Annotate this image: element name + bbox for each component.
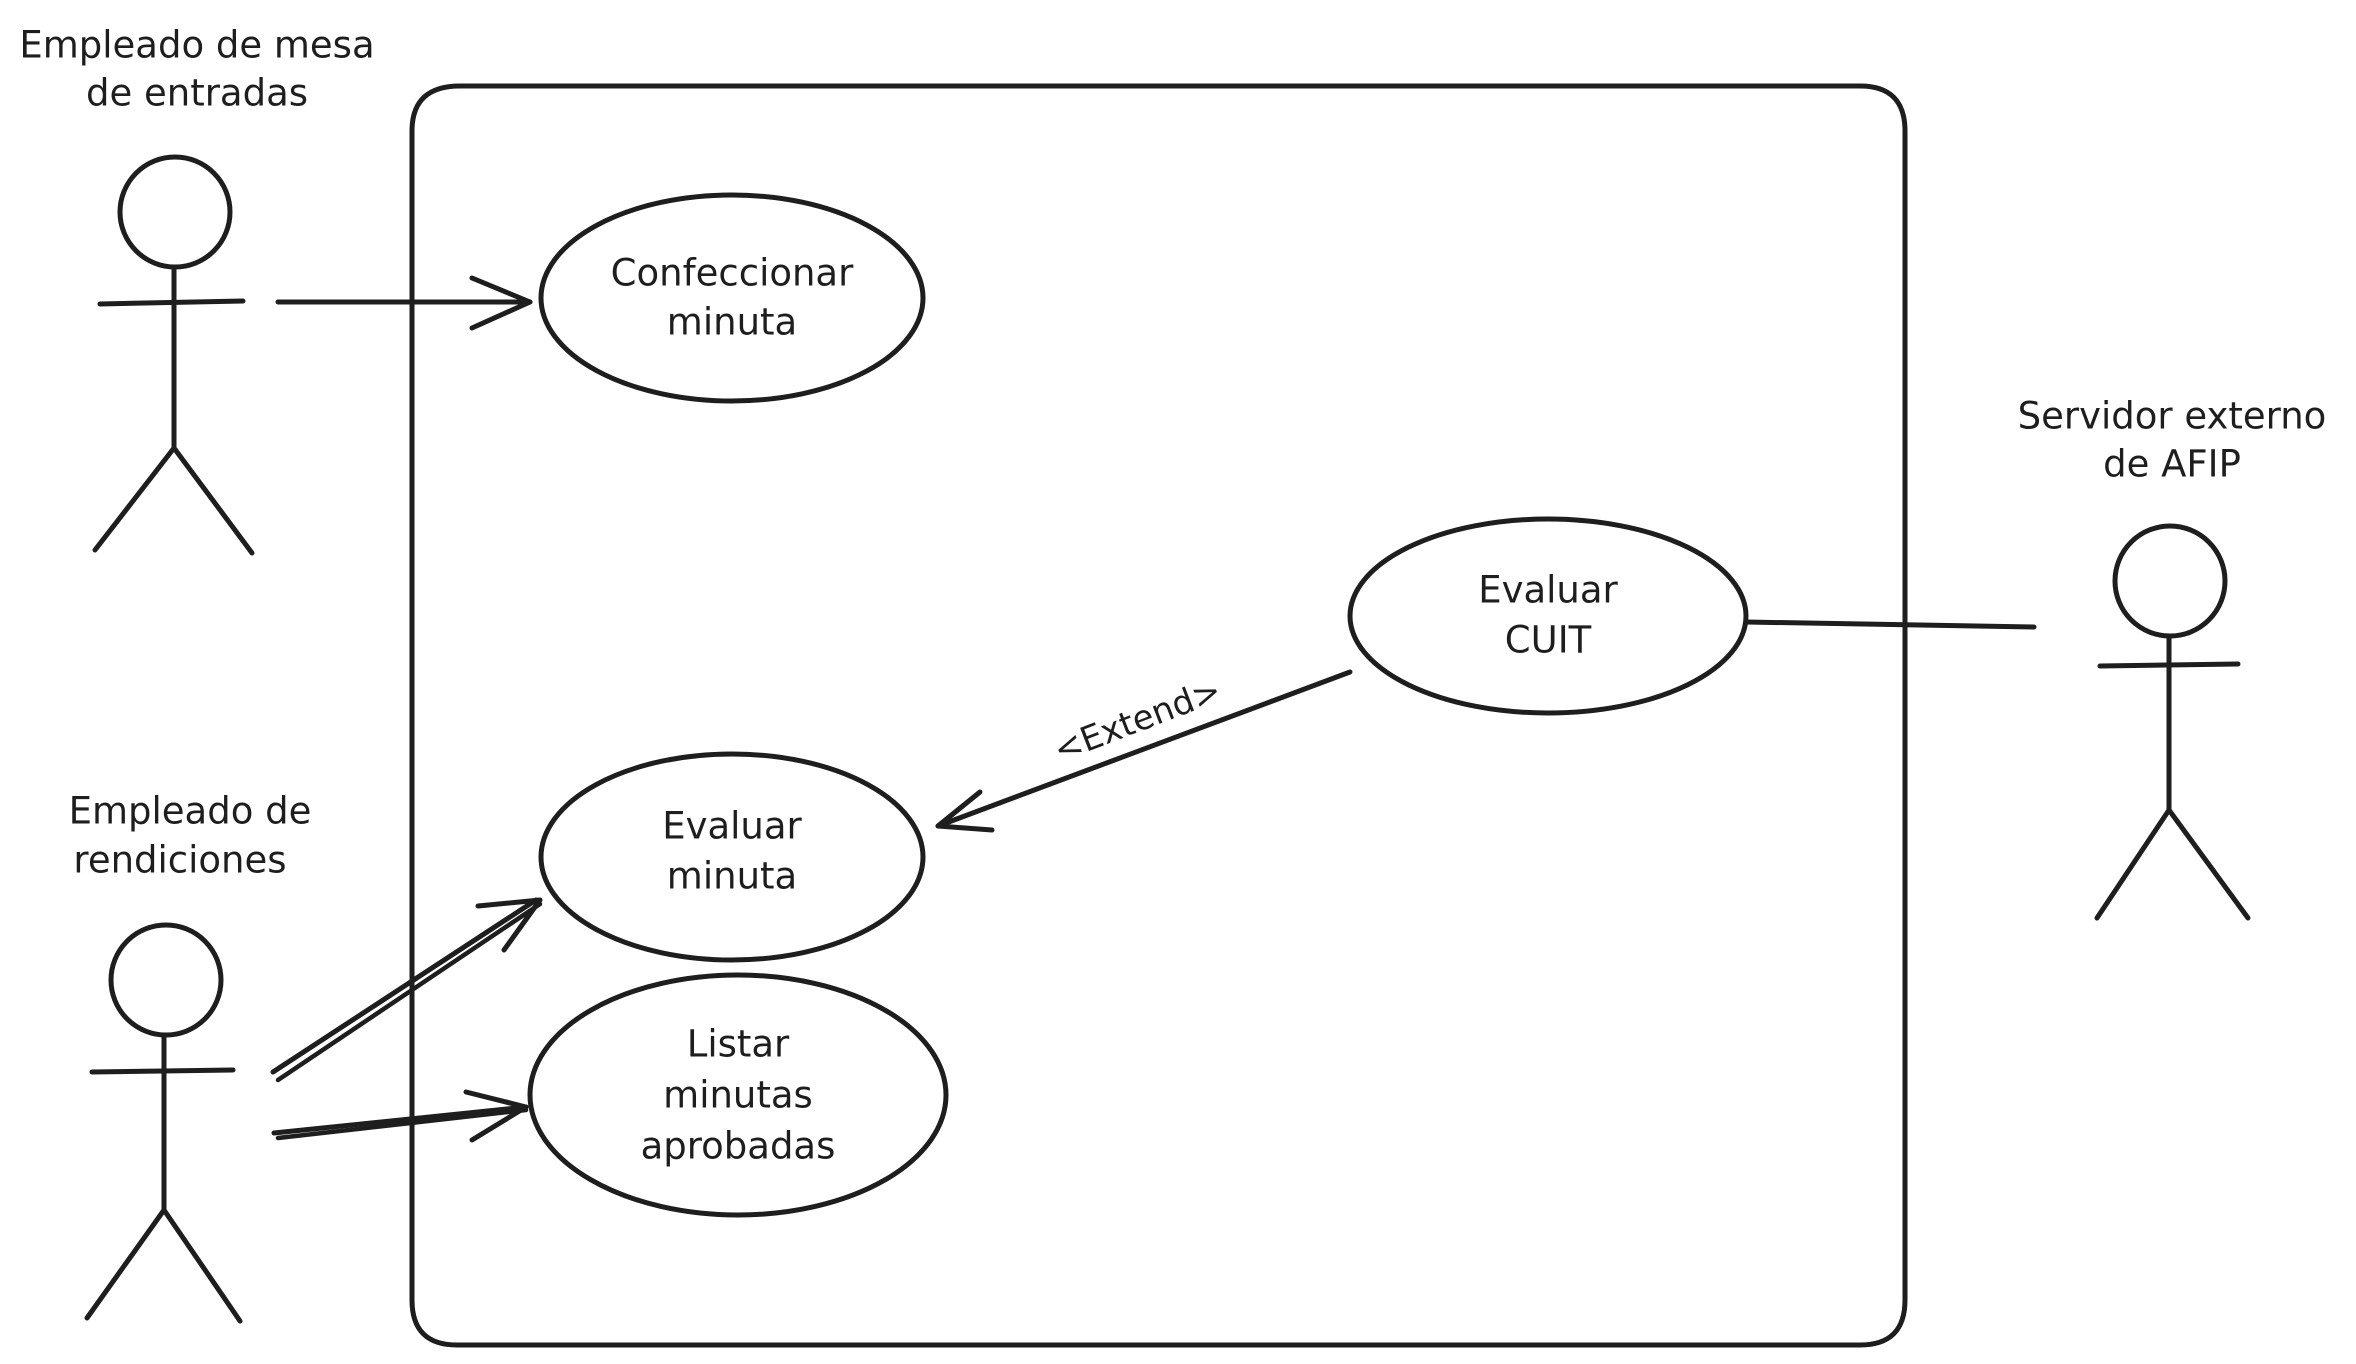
actor-rendiciones-label-2: rendiciones bbox=[73, 839, 286, 882]
use-case-evaluar-cuit-label-2: CUIT bbox=[1505, 619, 1592, 662]
stick-figure-icon bbox=[2094, 523, 2251, 921]
use-case-evaluar-minuta[interactable]: Evaluar minuta bbox=[538, 751, 926, 963]
use-case-listar-label-3: aprobadas bbox=[641, 1125, 836, 1168]
arrow-extend-cuit-to-minuta bbox=[935, 669, 1353, 833]
actor-mesa-entradas-label-1: Empleado de mesa bbox=[19, 24, 374, 67]
actor-rendiciones: Empleado de rendiciones bbox=[69, 790, 312, 1324]
actor-afip-label-1: Servidor externo bbox=[2018, 395, 2327, 438]
use-case-confeccionar-label-2: minuta bbox=[667, 301, 797, 344]
use-case-listar-label-1: Listar bbox=[687, 1023, 790, 1066]
use-case-evaluar-minuta-label-2: minuta bbox=[667, 855, 797, 898]
actor-mesa-entradas: Empleado de mesa de entradas bbox=[19, 24, 375, 556]
use-case-confeccionar-label-1: Confeccionar bbox=[611, 252, 854, 295]
use-case-evaluar-cuit[interactable]: Evaluar CUIT bbox=[1347, 516, 1749, 716]
arrow-rendiciones-to-evaluar-minuta bbox=[270, 897, 543, 1083]
association-cuit-to-afip bbox=[1743, 619, 2037, 630]
use-case-confeccionar-minuta[interactable]: Confeccionar minuta bbox=[538, 192, 926, 404]
actor-afip: Servidor externo de AFIP bbox=[2018, 395, 2327, 921]
arrow-rendiciones-to-listar bbox=[271, 1089, 529, 1143]
use-case-evaluar-cuit-label-1: Evaluar bbox=[1478, 569, 1618, 612]
use-case-evaluar-minuta-label-1: Evaluar bbox=[662, 805, 802, 848]
use-case-listar-label-2: minutas bbox=[663, 1074, 813, 1117]
actor-afip-label-2: de AFIP bbox=[2103, 443, 2241, 486]
actor-mesa-entradas-label-2: de entradas bbox=[86, 72, 308, 115]
extend-label: <Extend> bbox=[1048, 670, 1227, 770]
stick-figure-icon bbox=[92, 154, 255, 556]
actor-rendiciones-label-1: Empleado de bbox=[69, 790, 312, 833]
use-case-listar-minutas[interactable]: Listar minutas aprobadas bbox=[527, 972, 949, 1218]
stick-figure-icon bbox=[84, 922, 243, 1324]
system-boundary bbox=[409, 83, 1908, 1348]
arrow-mesa-to-confeccionar bbox=[275, 275, 533, 331]
